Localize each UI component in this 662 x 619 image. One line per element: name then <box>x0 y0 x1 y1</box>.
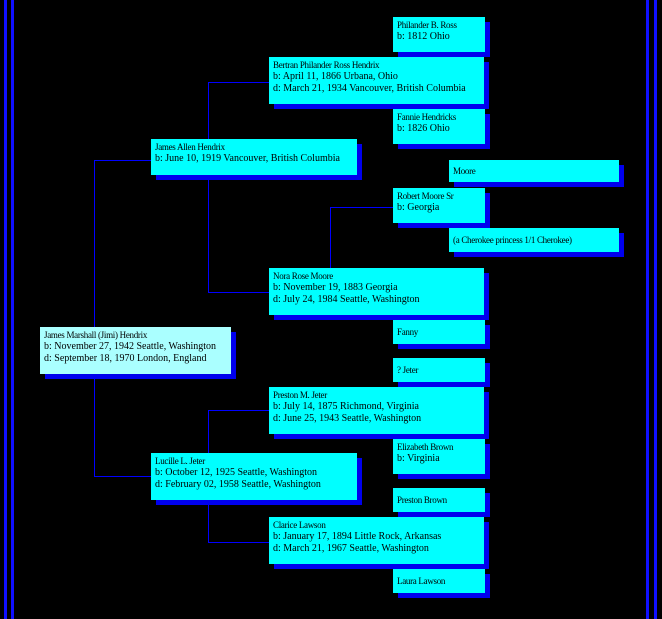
person-birth: b: November 19, 1883 Georgia <box>273 282 398 293</box>
person-name: Bertran Philander Ross Hendrix <box>273 60 380 70</box>
person-box-jimi-hendrix[interactable]: James Marshall (Jimi) Hendrix b: Novembe… <box>40 327 231 374</box>
person-death: d: September 18, 1970 London, England <box>44 353 207 364</box>
connector <box>208 82 270 83</box>
person-birth: b: October 12, 1925 Seattle, Washington <box>155 467 318 478</box>
connector <box>208 542 270 543</box>
person-birth: b: Georgia <box>397 202 440 213</box>
person-birth: b: June 10, 1919 Vancouver, British Colu… <box>155 153 340 164</box>
person-name: Lucille L. Jeter <box>155 456 205 466</box>
person-box-unknown-jeter[interactable]: ? Jeter <box>393 358 485 382</box>
person-box-preston-jeter[interactable]: Preston M. Jeter b: July 14, 1875 Richmo… <box>269 387 484 434</box>
person-box-cherokee-princess[interactable]: (a Cherokee princess 1/1 Cherokee) <box>449 228 619 252</box>
person-box-elizabeth-brown[interactable]: Elizabeth Brown b: Virginia <box>393 439 485 474</box>
person-birth: b: 1812 Ohio <box>397 31 450 42</box>
person-name: Preston Brown <box>397 495 447 505</box>
connector <box>208 410 270 411</box>
person-name: Preston M. Jeter <box>273 390 327 400</box>
connector <box>208 292 270 293</box>
person-name: Robert Moore Sr <box>397 191 454 201</box>
person-box-nora-moore[interactable]: Nora Rose Moore b: November 19, 1883 Geo… <box>269 268 484 315</box>
person-box-laura-lawson[interactable]: Laura Lawson <box>393 569 485 593</box>
person-box-fanny[interactable]: Fanny <box>393 320 485 344</box>
connector <box>330 207 394 208</box>
connector <box>94 160 152 161</box>
person-name: ? Jeter <box>397 365 419 375</box>
person-name: (a Cherokee princess 1/1 Cherokee) <box>453 235 572 245</box>
person-box-philander-ross[interactable]: Philander B. Ross b: 1812 Ohio <box>393 17 485 52</box>
person-box-preston-brown[interactable]: Preston Brown <box>393 488 485 512</box>
right-border-bar-outer <box>654 0 657 619</box>
person-name: James Marshall (Jimi) Hendrix <box>44 330 148 340</box>
person-name: James Allen Hendrix <box>155 142 225 152</box>
person-death: d: March 21, 1967 Seattle, Washington <box>273 543 429 554</box>
connector <box>94 476 152 477</box>
right-border-bar-inner <box>646 0 649 619</box>
person-name: Philander B. Ross <box>397 20 457 30</box>
person-box-robert-moore[interactable]: Robert Moore Sr b: Georgia <box>393 188 485 223</box>
person-name: Fannie Hendricks <box>397 112 456 122</box>
person-birth: b: Virginia <box>397 453 440 464</box>
person-death: d: March 21, 1934 Vancouver, British Col… <box>273 83 466 94</box>
person-name: Fanny <box>397 327 419 337</box>
person-birth: b: January 17, 1894 Little Rock, Arkansa… <box>273 531 442 542</box>
person-death: d: February 02, 1958 Seattle, Washington <box>155 479 321 490</box>
connector <box>208 82 209 293</box>
person-birth: b: July 14, 1875 Richmond, Virginia <box>273 401 419 412</box>
person-box-james-allen-hendrix[interactable]: James Allen Hendrix b: June 10, 1919 Van… <box>151 139 357 175</box>
person-box-lucille-jeter[interactable]: Lucille L. Jeter b: October 12, 1925 Sea… <box>151 453 357 500</box>
person-birth: b: 1826 Ohio <box>397 123 450 134</box>
person-box-clarice-lawson[interactable]: Clarice Lawson b: January 17, 1894 Littl… <box>269 517 484 564</box>
person-name: Laura Lawson <box>397 576 446 586</box>
person-death: d: July 24, 1984 Seattle, Washington <box>273 294 420 305</box>
person-birth: b: April 11, 1866 Urbana, Ohio <box>273 71 398 82</box>
person-box-bertran-hendrix[interactable]: Bertran Philander Ross Hendrix b: April … <box>269 57 484 104</box>
left-border-bar-inner <box>11 0 14 619</box>
connector <box>94 160 95 477</box>
person-name: Elizabeth Brown <box>397 442 454 452</box>
person-name: Moore <box>453 166 476 176</box>
person-name: Clarice Lawson <box>273 520 326 530</box>
person-box-moore[interactable]: Moore <box>449 160 619 182</box>
person-birth: b: November 27, 1942 Seattle, Washington <box>44 341 217 352</box>
left-border-bar-outer <box>4 0 7 619</box>
person-death: d: June 25, 1943 Seattle, Washington <box>273 413 422 424</box>
person-box-fannie-hendricks[interactable]: Fannie Hendricks b: 1826 Ohio <box>393 109 485 144</box>
connector <box>330 207 331 269</box>
person-name: Nora Rose Moore <box>273 271 333 281</box>
